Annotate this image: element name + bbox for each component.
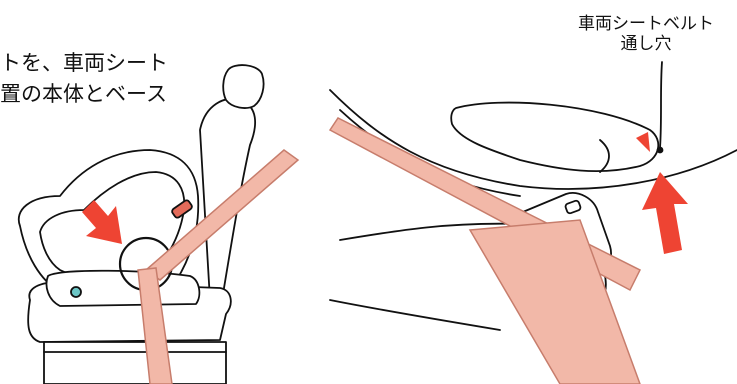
vehicle-seat-rail <box>44 342 226 384</box>
arrow-up-right <box>642 172 688 254</box>
belt-hole-label-line2: 通し穴 <box>578 34 714 54</box>
belt-hole-label-line1: 車両シートベルト <box>578 14 714 34</box>
indicator-dot <box>71 287 81 297</box>
vehicle-headrest <box>223 65 263 108</box>
label-leader-dot <box>658 148 663 153</box>
label-leader-line <box>660 62 662 148</box>
left-caption-line2: 置の本体とベース <box>0 81 167 107</box>
left-caption-line1: トを、車両シート <box>0 50 168 76</box>
belt-guide-hole <box>451 103 658 172</box>
left-panel-illustration <box>19 65 264 384</box>
belt-hole-label: 車両シートベルト 通し穴 <box>578 14 714 54</box>
base-contour-lower <box>330 300 500 330</box>
